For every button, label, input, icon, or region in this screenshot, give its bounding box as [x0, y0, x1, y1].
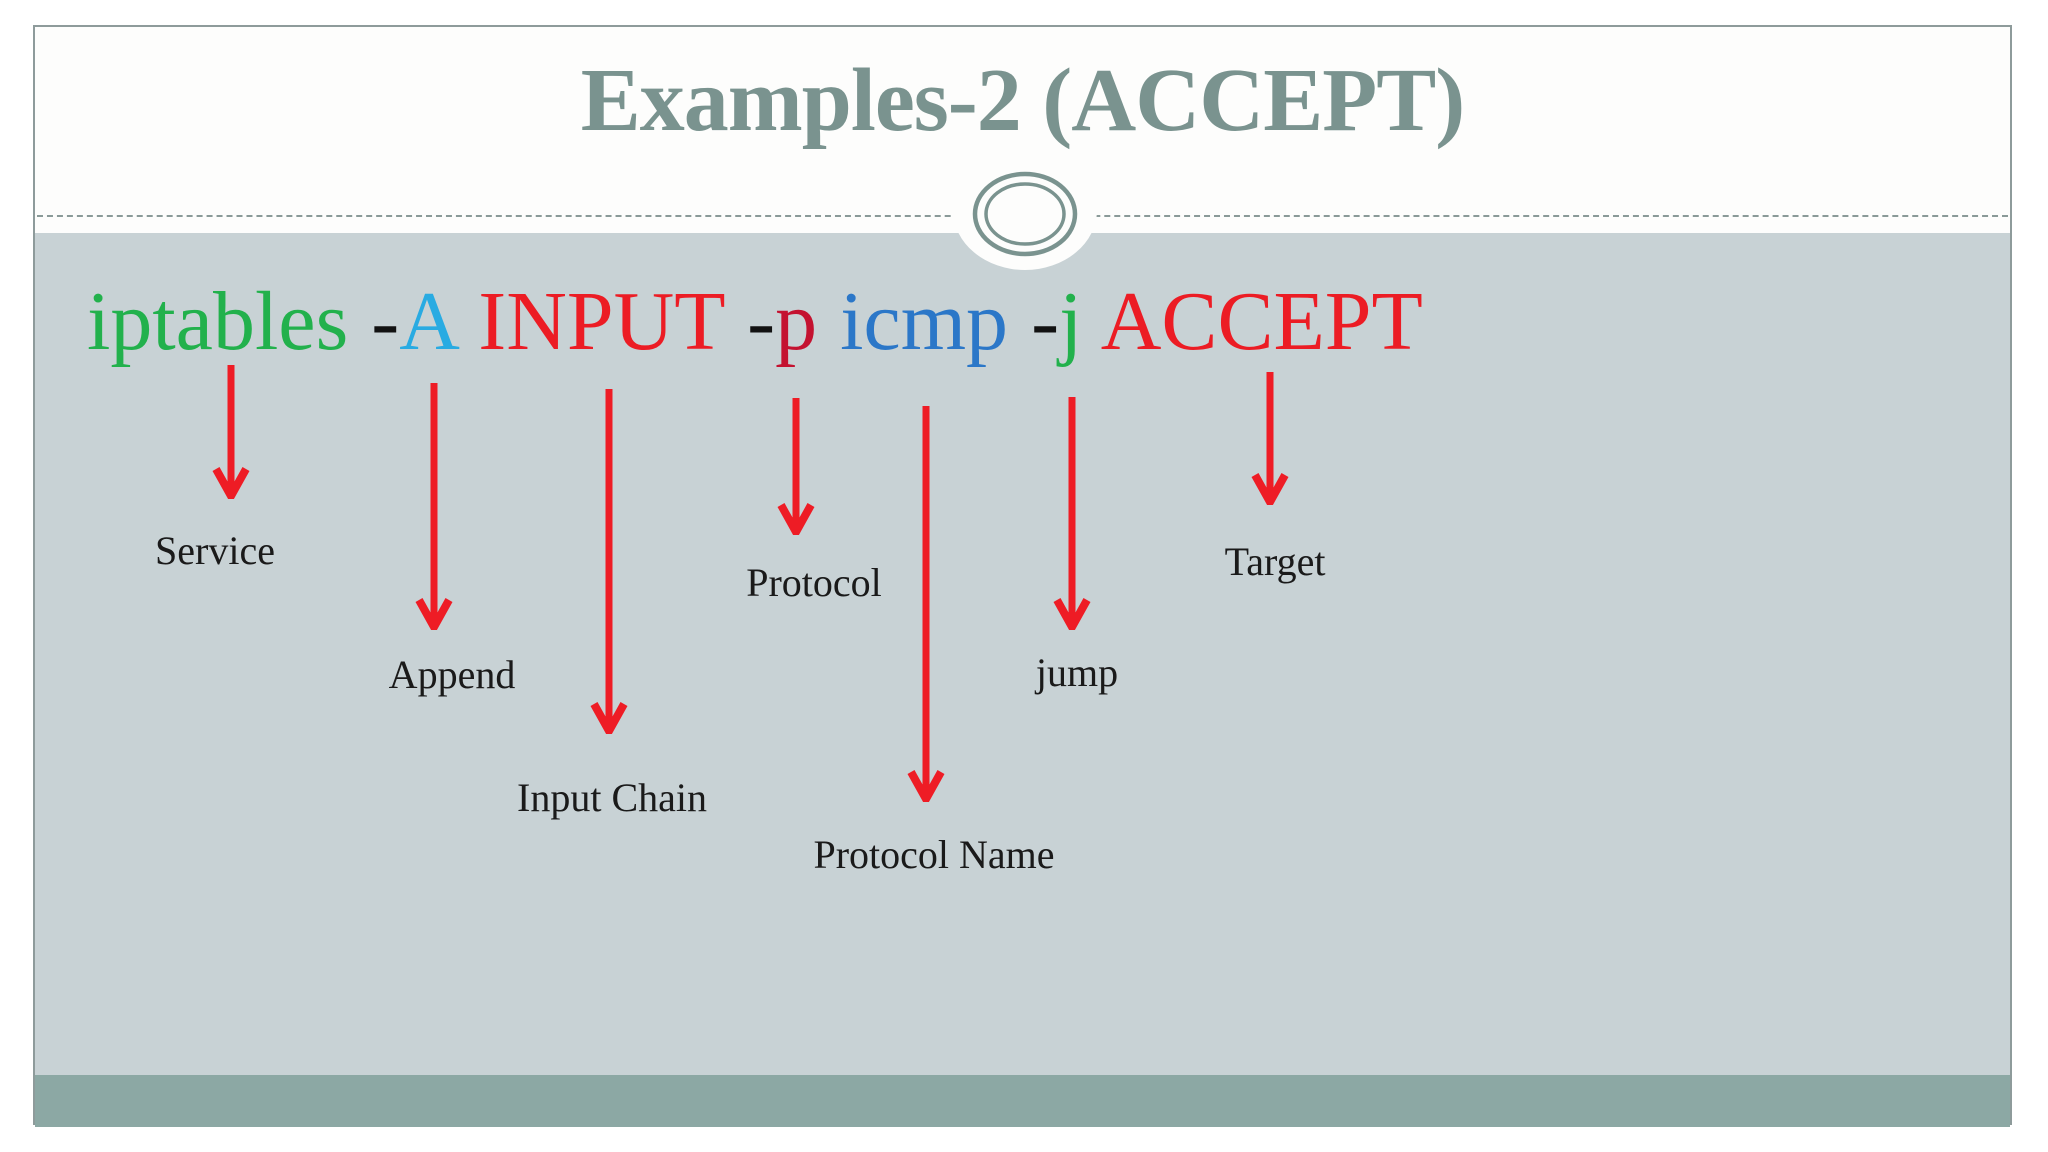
annotation-label-jump: jump — [1035, 650, 1119, 695]
annotation-label-target: Target — [1224, 539, 1326, 584]
annotation-label-input-chain: Input Chain — [517, 775, 707, 820]
arrow-input-chain-icon — [590, 389, 628, 734]
arrow-service-icon — [212, 365, 250, 499]
divider-ornament-icon — [972, 171, 1078, 257]
dash-token: - — [1031, 275, 1060, 368]
slide: Examples-2 (ACCEPT) iptables -A INPUT -p… — [33, 25, 2012, 1127]
arrow-protocol-icon — [777, 398, 815, 535]
footer-bar — [35, 1075, 2010, 1127]
jump-flag-token: j — [1059, 275, 1083, 368]
slide-body — [35, 233, 2010, 1075]
annotation-label-append: Append — [388, 652, 516, 697]
protocol-flag-token: p — [775, 275, 818, 368]
dash-token: - — [747, 275, 776, 368]
arrow-jump-icon — [1053, 397, 1091, 630]
protocol-name-token: icmp — [817, 275, 1032, 368]
annotation-label-protocol-name: Protocol Name — [813, 832, 1055, 877]
append-flag-token: A — [399, 275, 456, 368]
service-token: iptables — [87, 275, 372, 368]
arrow-target-icon — [1251, 372, 1289, 505]
dash-token: - — [371, 275, 400, 368]
input-chain-token: INPUT — [455, 275, 748, 368]
iptables-command: iptables -A INPUT -p icmp -j ACCEPT — [87, 280, 1423, 364]
annotation-label-service: Service — [155, 528, 275, 573]
arrow-append-icon — [415, 383, 453, 630]
target-token: ACCEPT — [1082, 275, 1423, 368]
annotation-label-protocol: Protocol — [746, 560, 882, 605]
slide-title: Examples-2 (ACCEPT) — [580, 51, 1465, 150]
arrow-protocol-name-icon — [907, 406, 945, 802]
